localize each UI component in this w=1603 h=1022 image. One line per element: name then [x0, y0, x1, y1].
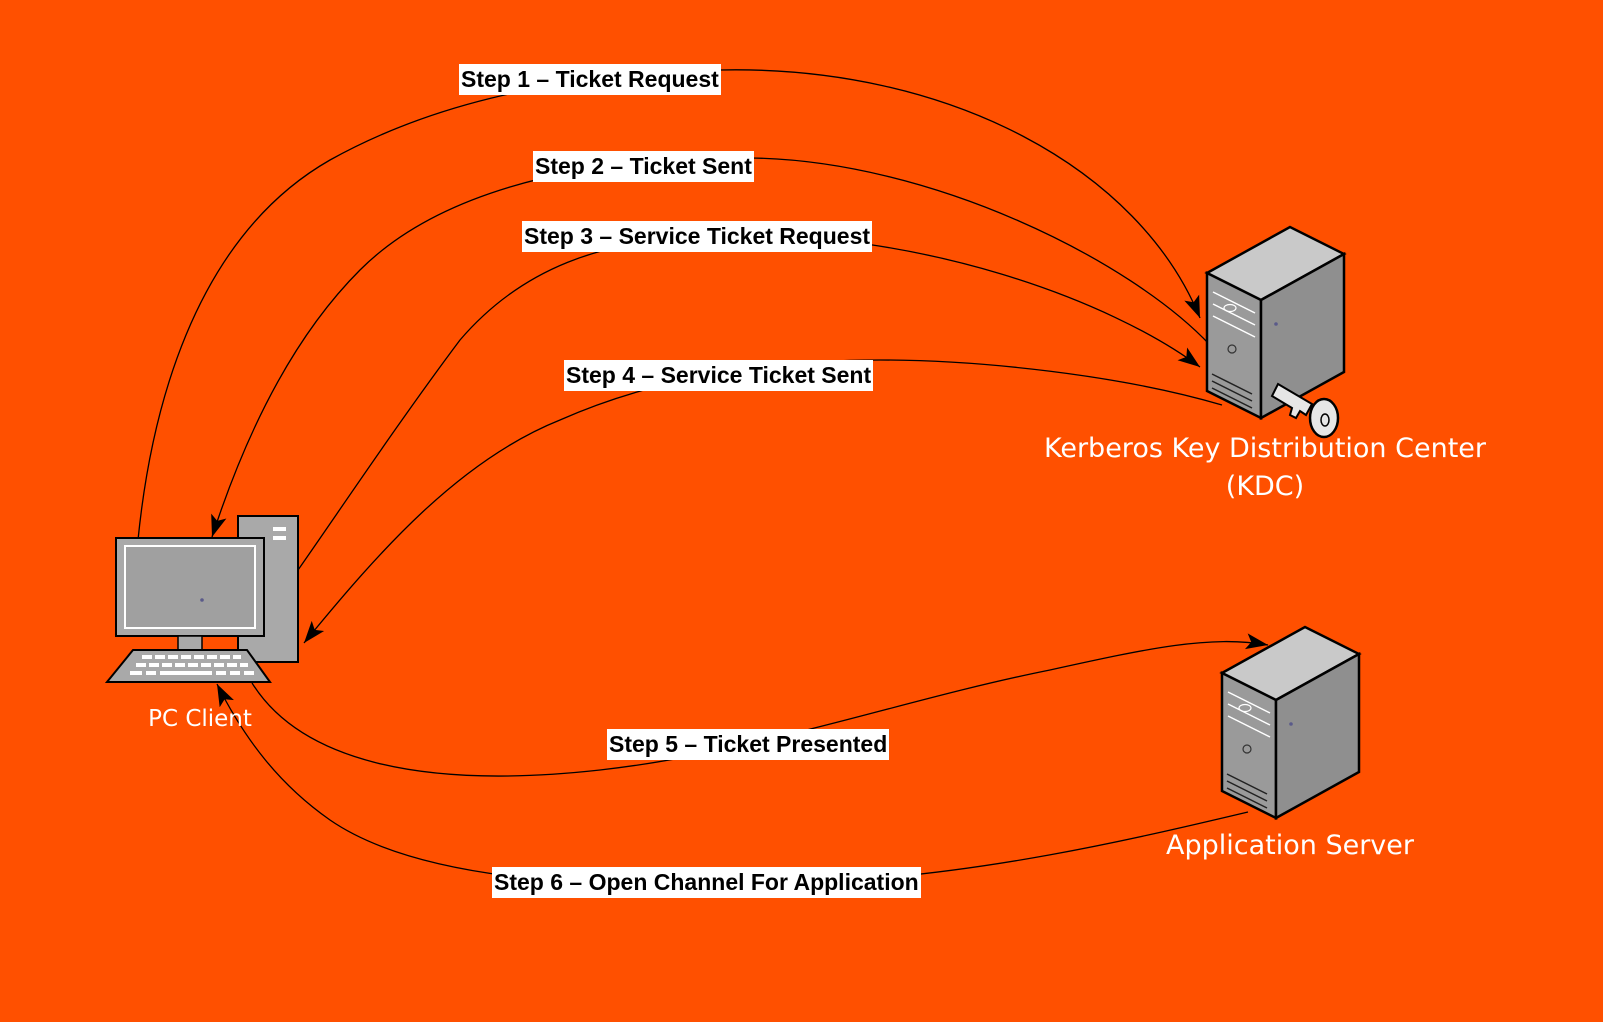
pc-client-label: PC Client: [148, 706, 252, 732]
kdc-label-line-2: (KDC): [1225, 471, 1305, 502]
server-icon: [1204, 225, 1347, 421]
step-1-label: Step 1 – Ticket Request: [459, 64, 721, 95]
step-6-label: Step 6 – Open Channel For Application: [492, 867, 921, 898]
connector-step-6: [216, 683, 1249, 887]
step-3-label: Step 3 – Service Ticket Request: [522, 221, 873, 252]
connector-step-3: [297, 234, 1201, 571]
server-icon: [1219, 625, 1362, 821]
step-4-label: Step 4 – Service Ticket Sent: [564, 360, 874, 391]
application-server-label: Application Server: [1166, 830, 1414, 861]
desktop-computer-icon: [104, 515, 299, 683]
kdc-label-line-1: Kerberos Key Distribution Center: [1043, 433, 1486, 464]
kdc-label: Kerberos Key Distribution Center (KDC): [1040, 430, 1490, 506]
step-5-label: Step 5 – Ticket Presented: [607, 729, 890, 760]
key-icon: [1270, 382, 1340, 439]
step-2-label: Step 2 – Ticket Sent: [533, 151, 754, 182]
